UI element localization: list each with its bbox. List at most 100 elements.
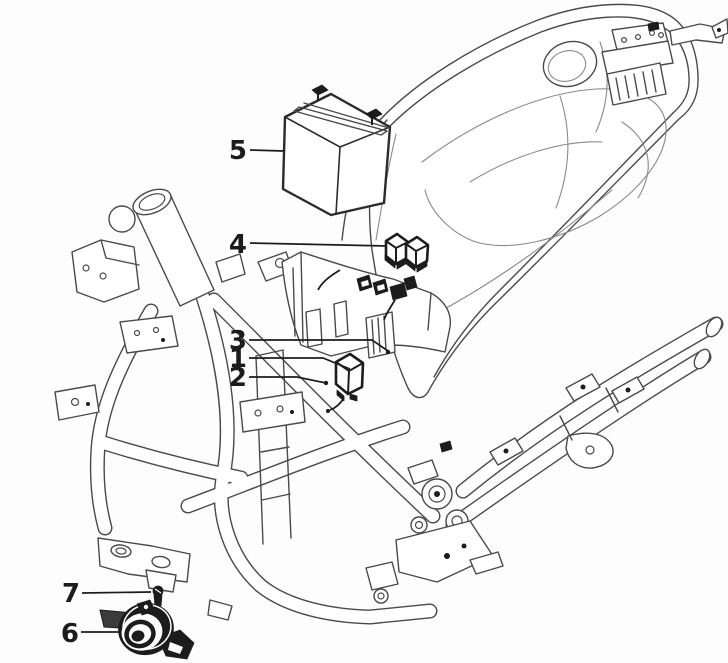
leader-line-5 <box>249 149 285 152</box>
rack-hole <box>634 33 641 40</box>
bucket-rim-thickness <box>433 112 674 378</box>
horn-tab-hole <box>143 604 149 610</box>
head-collar-ring <box>108 205 136 233</box>
pivot-bushing-large-inner <box>428 485 446 503</box>
mount-plate-hole <box>461 543 467 549</box>
horn-center <box>131 630 145 642</box>
tray-post <box>305 308 323 348</box>
wiring <box>317 269 396 321</box>
bracket-hole <box>99 272 107 280</box>
mid-plate-hole <box>152 326 160 334</box>
fuse-block-slots <box>361 280 385 291</box>
callout-1-label: 1 <box>229 344 247 374</box>
callout-5-label: 5 <box>229 136 247 166</box>
head-tab <box>215 253 246 283</box>
rail-braces <box>559 387 619 441</box>
battery-top-rails <box>293 102 390 136</box>
column-plate-hole <box>254 409 262 417</box>
pivot-bushing-large-pin <box>434 491 440 497</box>
callout-3: 3 <box>229 326 389 356</box>
bucket-inner-rim <box>388 16 690 128</box>
callout-2-label: 2 <box>229 363 247 393</box>
leader-line-3 <box>249 339 389 352</box>
engine-hanger-hole <box>585 445 595 455</box>
bucket-contours <box>375 41 649 331</box>
pivot-bushing-third-inner <box>414 520 424 530</box>
mid-plate-hole <box>133 329 141 337</box>
fuse-box-assembly <box>281 251 452 359</box>
rack-hole <box>657 31 664 38</box>
foot-slot <box>110 544 132 558</box>
foot-slot <box>151 555 171 569</box>
starter-relay-base <box>336 389 358 402</box>
mount-tab-upper <box>407 459 439 485</box>
rear-tube-cap-upper <box>705 316 723 338</box>
wire-terminal <box>326 409 330 413</box>
stand-foot <box>207 599 233 621</box>
battery-terminal <box>365 108 383 120</box>
engine-mount <box>365 432 614 604</box>
callout-6-label: 6 <box>61 619 79 649</box>
horn <box>118 599 195 660</box>
starter-relay-wire <box>329 397 345 411</box>
callouts: 5 4 3 1 2 7 6 <box>61 136 389 649</box>
battery-terminal-stems <box>317 95 373 125</box>
horn-bolt <box>152 585 164 607</box>
head-tube-bore <box>138 193 166 211</box>
relay-edges <box>385 240 409 264</box>
callout-4-label: 4 <box>229 230 247 260</box>
left-bracket-rivet <box>86 402 90 406</box>
callout-4: 4 <box>229 230 387 260</box>
front-foot <box>97 537 233 630</box>
frame-tubes-fill <box>91 290 723 624</box>
foot-slot-inner <box>115 547 127 555</box>
mount-plate <box>395 520 494 583</box>
leader-line-4 <box>249 242 387 247</box>
rack-arm <box>669 23 726 46</box>
rack-hook-pin <box>717 28 721 32</box>
column-plate-hole <box>276 405 284 413</box>
fuse-cover-ribs <box>371 315 387 355</box>
bucket-recess <box>542 40 598 88</box>
callout-6: 6 <box>61 619 119 649</box>
rail-slot <box>439 440 453 453</box>
front-bracket-fold <box>100 239 140 266</box>
column-plate <box>239 391 306 433</box>
rail-plates <box>489 373 645 466</box>
battery <box>281 84 392 217</box>
bucket-recess-inner <box>547 50 587 82</box>
fuse-blocks <box>356 274 418 301</box>
rear-lug-boss-inner <box>377 592 385 600</box>
starter-relay <box>323 349 391 413</box>
rear-lug-boss <box>373 588 389 604</box>
horn-ring-mid <box>124 619 156 649</box>
callout-2: 2 <box>229 363 327 393</box>
battery-face-edges <box>284 116 391 215</box>
mount-tab-lower <box>469 551 504 575</box>
steering-head <box>71 188 294 354</box>
pivot-bushing-third <box>410 516 428 534</box>
relay-pair <box>384 232 430 273</box>
rail-plate-hole <box>625 387 631 393</box>
mount-plate-hole <box>444 553 450 559</box>
engine-hanger-hook <box>565 432 614 469</box>
mid-plate <box>119 315 179 354</box>
bucket-seat-well <box>421 88 667 247</box>
relay-edges <box>405 243 429 267</box>
bracket-hole <box>82 264 90 272</box>
battery-terminal <box>311 84 329 96</box>
bolt-head-highlight <box>154 588 162 594</box>
leader-line-1 <box>249 357 351 370</box>
head-tube-opening <box>132 188 172 216</box>
rear-lug <box>365 561 399 591</box>
floor-tray <box>281 251 452 357</box>
leader-line-7 <box>81 591 152 594</box>
center-column <box>239 349 306 545</box>
rail-plate-hole <box>503 448 509 454</box>
callout-7: 7 <box>62 579 152 609</box>
rack-hole <box>620 36 627 43</box>
leader-line-2 <box>249 376 327 384</box>
rack-ribs <box>615 69 657 101</box>
